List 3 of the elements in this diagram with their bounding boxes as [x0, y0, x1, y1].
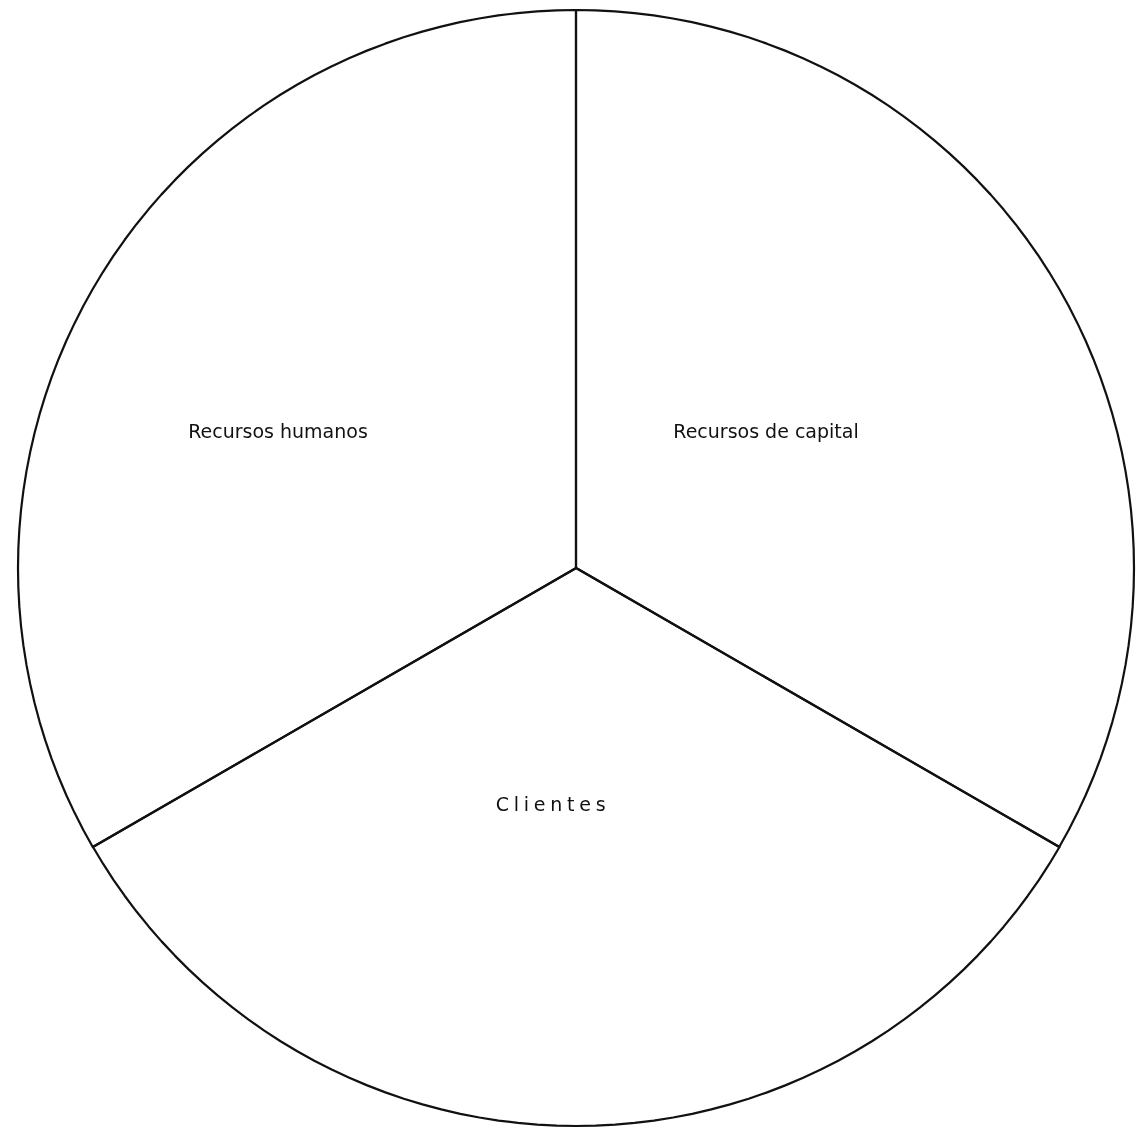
sector-label: Recursos humanos	[188, 420, 368, 442]
sector-label: Clientes	[495, 793, 611, 815]
sector-label: Recursos de capital	[673, 420, 859, 442]
